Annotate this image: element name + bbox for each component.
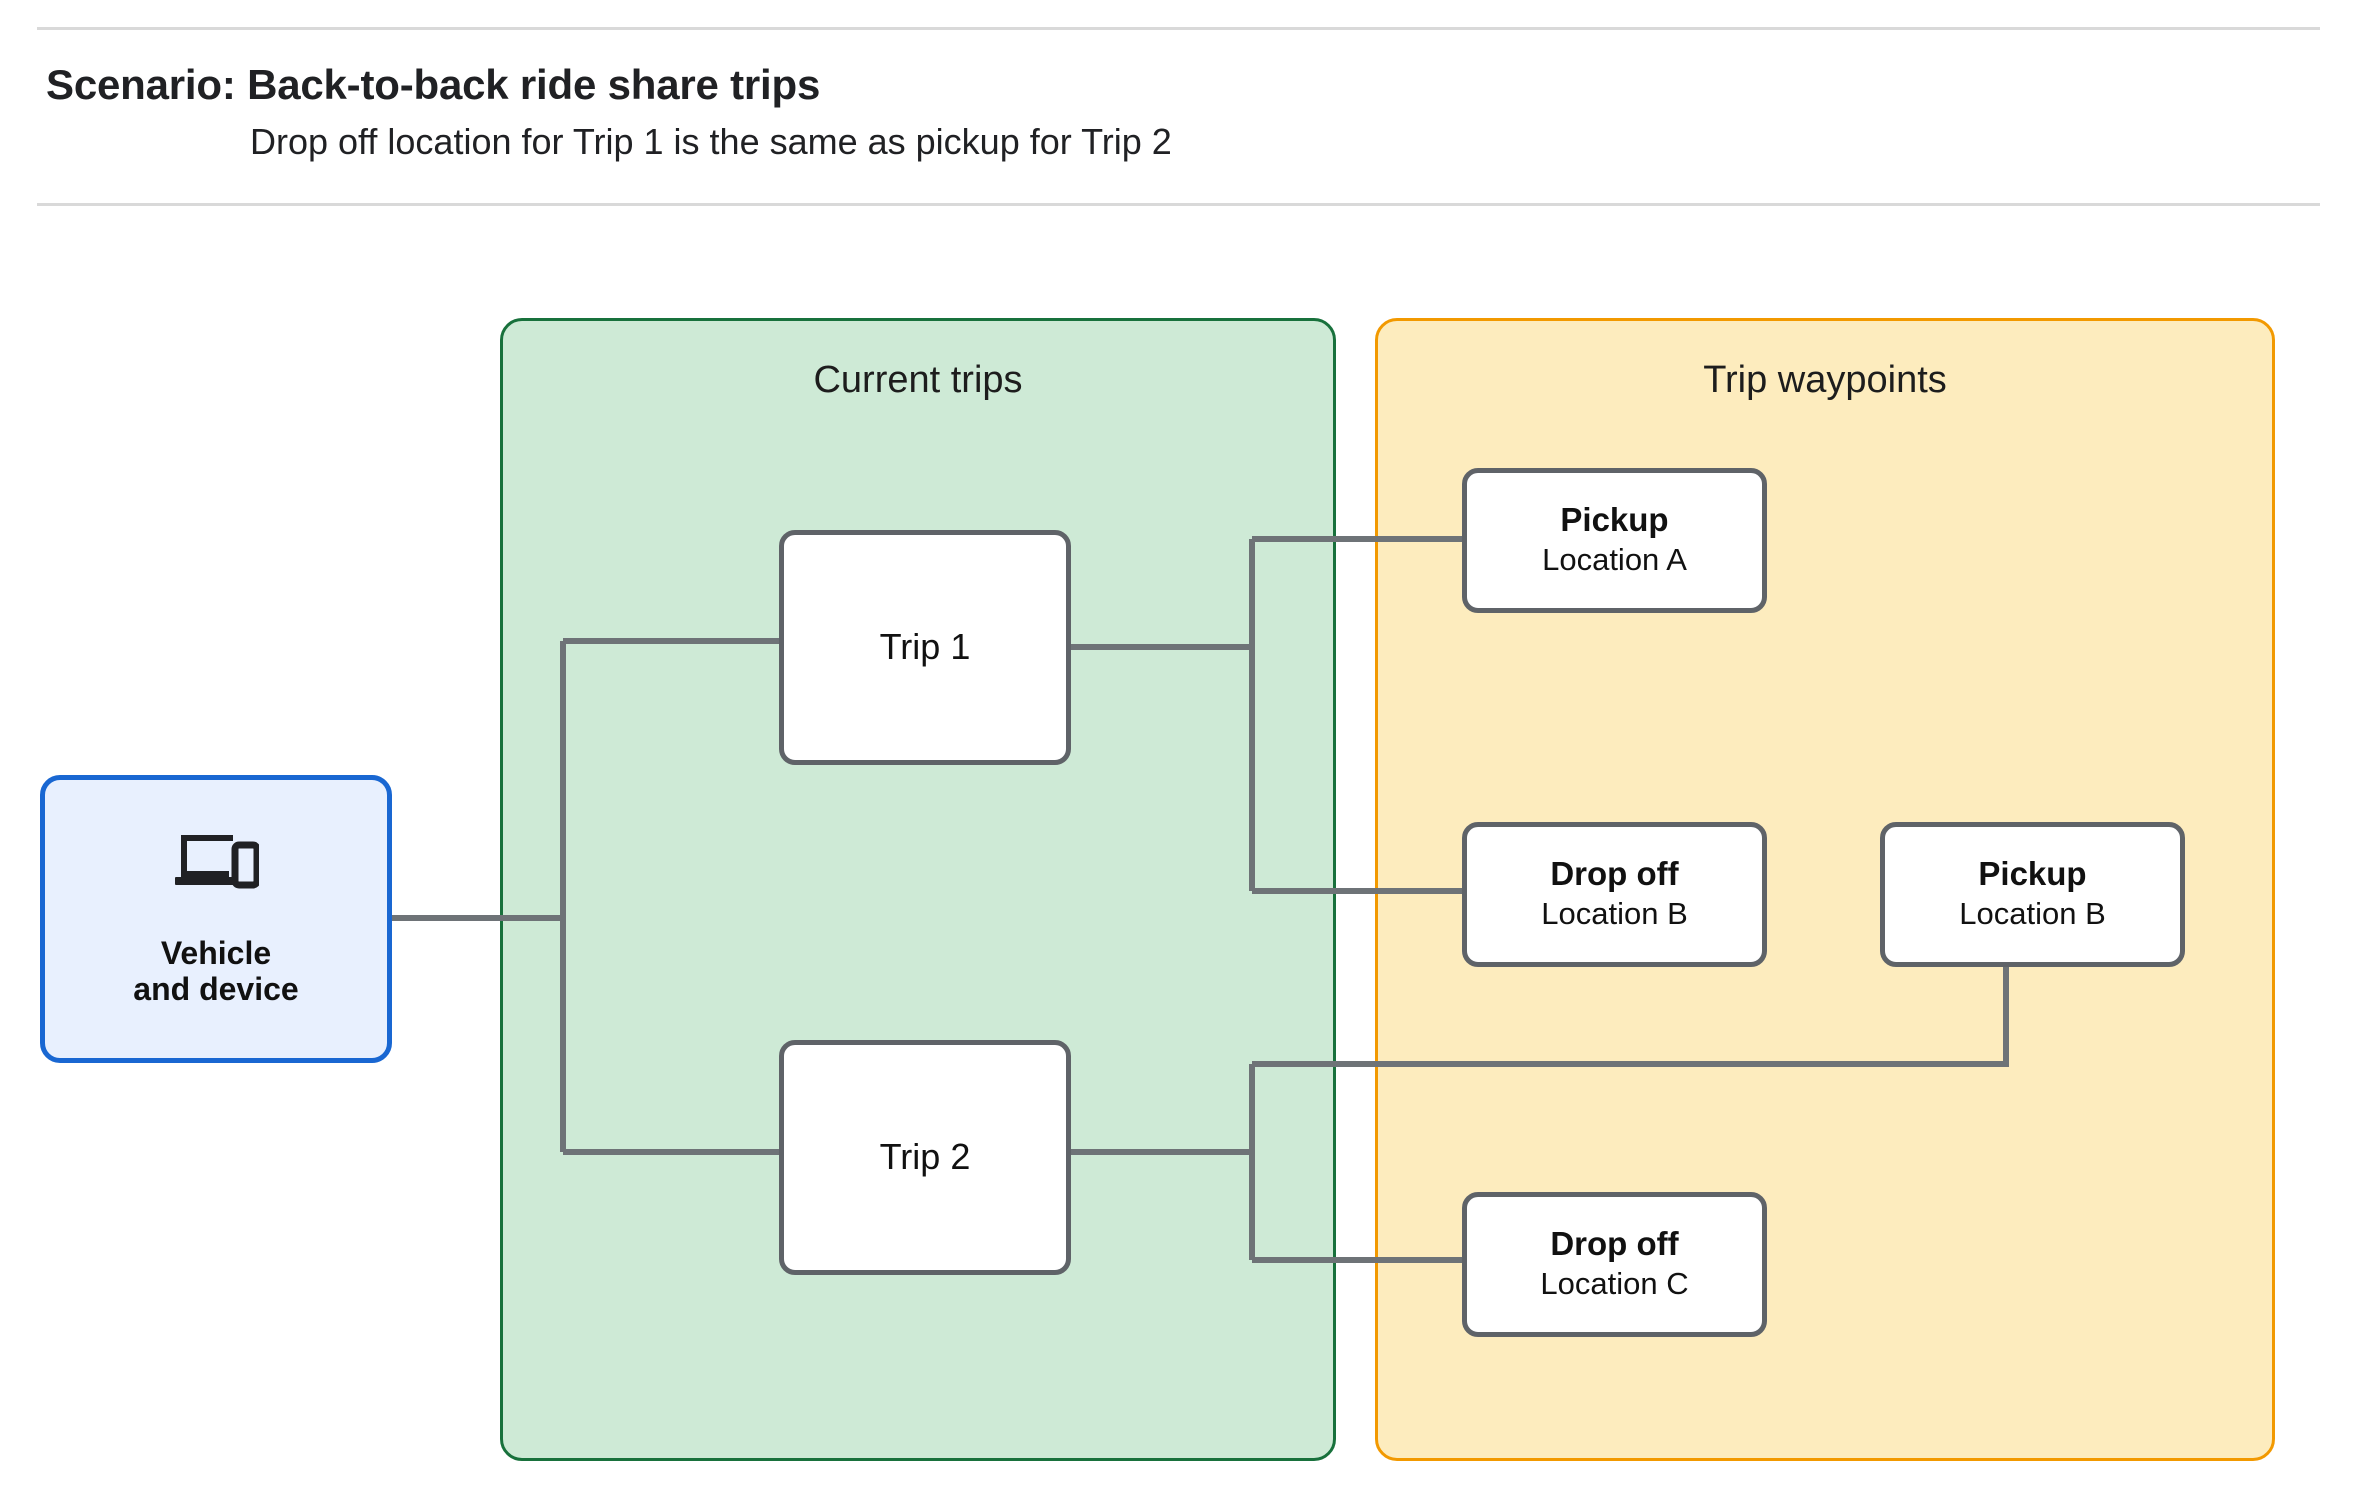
node-trip-2[interactable]: Trip 2 <box>779 1040 1071 1275</box>
node-vehicle-and-device[interactable]: Vehicle and device <box>40 775 392 1063</box>
node-vehicle-label-line1: Vehicle <box>160 934 272 971</box>
node-pickup-b-title: Pickup <box>1978 855 2087 893</box>
node-trip-1[interactable]: Trip 1 <box>779 530 1071 765</box>
node-pickup-a-location: Location A <box>1542 542 1687 578</box>
node-pickup-a-title: Pickup <box>1560 501 1669 539</box>
header-divider-bottom <box>37 203 2320 206</box>
node-trip-2-label: Trip 2 <box>879 1136 971 1178</box>
node-pickup-location-b[interactable]: Pickup Location B <box>1880 822 2185 967</box>
node-dropoff-c-title: Drop off <box>1550 1225 1679 1263</box>
node-pickup-b-location: Location B <box>1959 896 2106 932</box>
node-dropoff-b-location: Location B <box>1541 896 1688 932</box>
node-vehicle-label-line2: and device <box>133 970 299 1007</box>
header-divider-top <box>37 27 2320 30</box>
page-subtitle: Drop off location for Trip 1 is the same… <box>250 121 1172 162</box>
node-trip-1-label: Trip 1 <box>879 626 971 668</box>
devices-icon <box>173 831 261 894</box>
node-dropoff-location-b[interactable]: Drop off Location B <box>1462 822 1767 967</box>
panel-current-trips-title: Current trips <box>813 359 1023 401</box>
node-dropoff-location-c[interactable]: Drop off Location C <box>1462 1192 1767 1337</box>
page-title: Scenario: Back-to-back ride share trips <box>46 61 821 108</box>
panel-trip-waypoints-title: Trip waypoints <box>1703 359 1947 401</box>
node-dropoff-b-title: Drop off <box>1550 855 1679 893</box>
node-pickup-location-a[interactable]: Pickup Location A <box>1462 468 1767 613</box>
panel-current-trips: Current trips <box>500 318 1336 1461</box>
node-dropoff-c-location: Location C <box>1540 1266 1689 1302</box>
